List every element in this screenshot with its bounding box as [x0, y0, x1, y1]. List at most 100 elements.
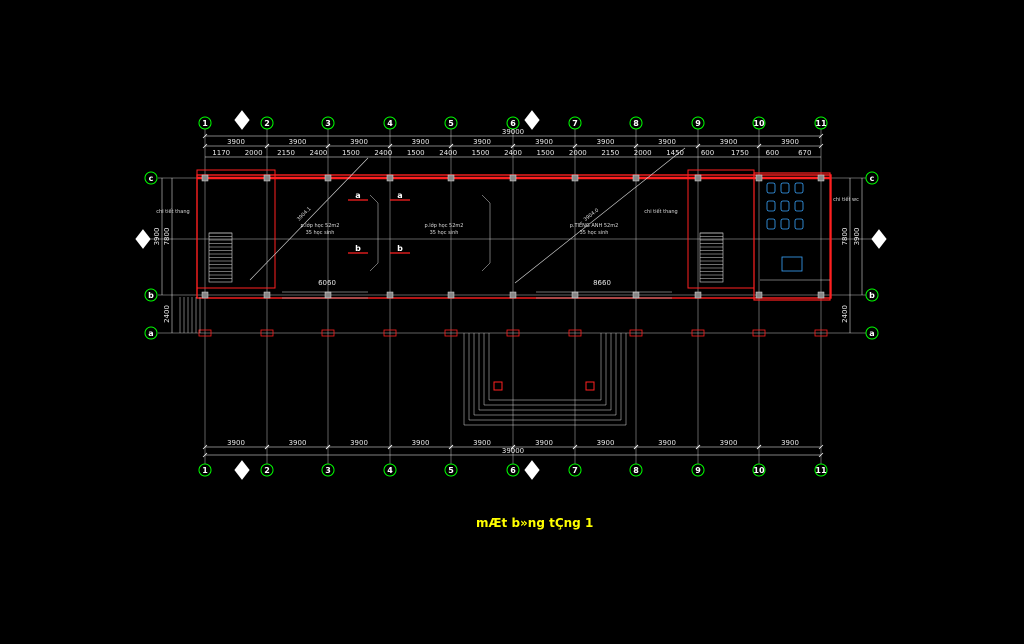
- bottom-span-dim-tick: [572, 444, 578, 450]
- dimension-lines: [161, 133, 863, 458]
- plan-title: mÆt b»ng tÇng 1: [476, 516, 594, 530]
- column: [509, 174, 517, 182]
- span-dim-label: 3900: [720, 138, 738, 146]
- grid-bubble-a: [144, 326, 158, 340]
- entrance-step: [483, 333, 607, 406]
- detail-dim: 1750: [731, 149, 749, 157]
- column: [324, 174, 332, 182]
- detail-dim: 1500: [407, 149, 425, 157]
- span-dim-tick: [325, 143, 331, 149]
- bottom-span-dim-tick: [633, 444, 639, 450]
- grid-bubble-4: [383, 116, 397, 130]
- grid-bubble-9: [691, 116, 705, 130]
- section-arrow: [524, 460, 540, 480]
- grid-bubble-c: [144, 171, 158, 185]
- grid-bubble-c: [865, 171, 879, 185]
- span-dim-tick: [264, 143, 270, 149]
- detail-dim: 600: [766, 149, 779, 157]
- section-arrow: [135, 229, 151, 249]
- grid-bubble-label: 1: [202, 119, 208, 128]
- grid-bubble-6: [506, 463, 520, 477]
- column: [386, 174, 394, 182]
- door-partition: [481, 194, 491, 272]
- column-a: [752, 329, 766, 337]
- column: [571, 291, 579, 299]
- grid-bubble-label: 7: [572, 466, 578, 475]
- span-dim-tick: [756, 143, 762, 149]
- column: [755, 174, 763, 182]
- grid-bubble-a: [865, 326, 879, 340]
- span-dim-label: 3900: [289, 138, 307, 146]
- side-dim-right-label: 3900: [853, 228, 861, 246]
- span-dim-label: 3900: [473, 138, 491, 146]
- column: [694, 291, 702, 299]
- window-dim: 6060: [318, 279, 336, 287]
- grid-bubble-label: 10: [753, 466, 765, 475]
- bottom-span-dim-tick: [202, 444, 208, 450]
- column-a: [629, 329, 643, 337]
- bottom-span-dim-tick: [387, 444, 393, 450]
- column: [632, 174, 640, 182]
- diag-line-left: [249, 157, 369, 281]
- grid-bubble-7: [568, 463, 582, 477]
- column: [263, 291, 271, 299]
- detail-dim: 2400: [310, 149, 328, 157]
- diag-label-left: 3904.1: [296, 206, 313, 223]
- entrance-step: [468, 333, 622, 421]
- wc-fixture: [766, 200, 776, 212]
- detail-dim: 1450: [666, 149, 684, 157]
- bottom-span-dim-tick: [448, 444, 454, 450]
- grid-bubble-label: b: [148, 291, 154, 300]
- grid-bubble-label: 3: [325, 119, 331, 128]
- column-a: [321, 329, 335, 337]
- span-dim-tick: [818, 143, 824, 149]
- column: [817, 174, 825, 182]
- grid-bubble-8: [629, 463, 643, 477]
- stair-right: [699, 232, 724, 283]
- grid-bubble-label: b: [869, 291, 875, 300]
- grid-bubble-label: 2: [264, 466, 270, 475]
- entrance-column: [493, 381, 503, 391]
- span-dim-label: 3900: [535, 138, 553, 146]
- span-dim-label: 3900: [227, 138, 245, 146]
- grid-bubble-label: 4: [387, 119, 393, 128]
- span-dim-label: 3900: [781, 138, 799, 146]
- entrance-step: [463, 333, 627, 426]
- grid-bubble-8: [629, 116, 643, 130]
- wc-fixture: [794, 182, 804, 194]
- column: [201, 174, 209, 182]
- column: [447, 174, 455, 182]
- detail-dim: 2400: [504, 149, 522, 157]
- bottom-span-dim-tick: [756, 444, 762, 450]
- grid-bubble-4: [383, 463, 397, 477]
- entrance-column: [585, 381, 595, 391]
- span-dim-label: 3900: [597, 138, 615, 146]
- overall-dim-bottom-label: 39000: [502, 447, 524, 455]
- door-partition: [369, 194, 379, 272]
- detail-dim: 2000: [569, 149, 587, 157]
- bottom-span-dim-tick: [510, 444, 516, 450]
- bottom-span-dim-label: 3900: [597, 439, 615, 447]
- column-a: [198, 329, 212, 337]
- stair-note-right: chi tiết thang: [644, 208, 677, 215]
- bottom-span-dim-label: 3900: [412, 439, 430, 447]
- grid-bubble-label: 7: [572, 119, 578, 128]
- wc-sink: [781, 256, 803, 272]
- grid-bubble-5: [444, 463, 458, 477]
- detail-dim: 2000: [634, 149, 652, 157]
- detail-dim: 2000: [245, 149, 263, 157]
- grid-bubble-label: c: [149, 174, 154, 183]
- grid-bubble-label: 8: [633, 119, 639, 128]
- wc-fixture: [780, 218, 790, 230]
- overall-dim-tick: [202, 133, 208, 139]
- grid-bubble-11: [814, 463, 828, 477]
- bottom-span-dim-tick: [325, 444, 331, 450]
- grid-bubble-3: [321, 116, 335, 130]
- wc-fixture: [794, 200, 804, 212]
- entrance-step: [478, 333, 612, 411]
- wc-fixture: [766, 218, 776, 230]
- column-a: [383, 329, 397, 337]
- grid-bubble-label: a: [869, 329, 874, 338]
